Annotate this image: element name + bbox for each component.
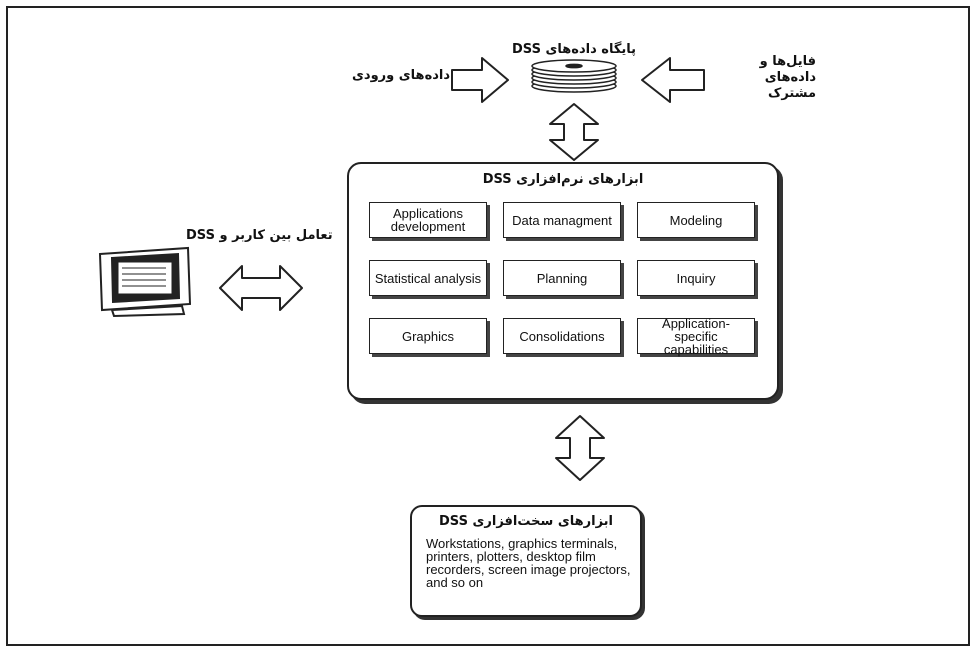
tool-inquiry: Inquiry <box>637 260 755 296</box>
tool-data-management: Data managment <box>503 202 621 238</box>
user-software-double-arrow <box>219 265 303 311</box>
tool-modeling: Modeling <box>637 202 755 238</box>
hardware-tools-title: ابزارهای سخت‌افزاری DSS <box>439 514 613 529</box>
database-icon <box>531 59 617 93</box>
software-tools-title: ابزارهای نرم‌افزاری DSS <box>482 172 644 187</box>
tool-graphics: Graphics <box>369 318 487 354</box>
db-software-double-arrow <box>549 103 599 161</box>
tool-statistical-analysis: Statistical analysis <box>369 260 487 296</box>
tool-application-specific-capabilities: Application-specific capabilities <box>637 317 755 356</box>
tool-planning: Planning <box>503 260 621 296</box>
tool-consolidations: Consolidations <box>503 318 621 354</box>
software-tools-panel: ابزارهای نرم‌افزاری DSS Applications dev… <box>347 162 779 400</box>
input-arrow <box>451 57 509 103</box>
computer-terminal-icon <box>98 246 192 318</box>
tool-applications-development: Applications development <box>369 202 487 238</box>
hardware-tools-list: Workstations, graphics terminals, printe… <box>426 536 631 590</box>
user-interaction-label: تعامل بین کاربر و DSS <box>186 228 333 243</box>
hardware-tools-panel: ابزارهای سخت‌افزاری DSS Workstations, gr… <box>410 505 642 617</box>
software-tools-grid: Applications development Data managment … <box>369 202 755 356</box>
database-title: پایگاه داده‌های DSS <box>512 42 637 57</box>
software-hardware-double-arrow <box>555 415 605 481</box>
shared-files-arrow <box>641 57 705 103</box>
shared-files-label: فایل‌ها و داده‌های مشترک <box>759 54 816 101</box>
input-data-label: داده‌های ورودی <box>352 68 451 83</box>
